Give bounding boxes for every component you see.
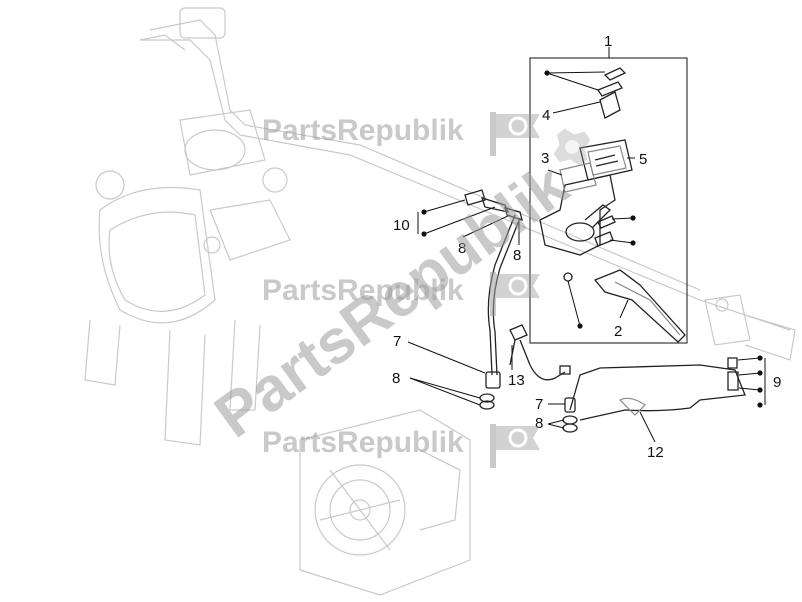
watermark-middle: PartsRepublik [262, 272, 540, 316]
clutch-hose [479, 214, 521, 410]
callout-1: 1 [604, 33, 612, 50]
callout-5: 5 [639, 151, 647, 168]
lower-banjo-7-8 [562, 397, 578, 433]
background-engine-case [299, 409, 471, 596]
leader-lines [407, 70, 766, 443]
callout-8-upper-left: 8 [458, 240, 466, 257]
assembly-frame [529, 57, 688, 344]
watermark-text-bottom: PartsRepublik [262, 426, 464, 459]
callout-7-right: 7 [535, 396, 543, 413]
callout-3: 3 [541, 150, 549, 167]
callout-7-left: 7 [393, 333, 401, 350]
callout-12: 12 [647, 444, 664, 461]
banjo-bolt-group-10 [464, 189, 523, 221]
callout-labels: 1 2 3 4 5 7 7 8 8 8 8 9 10 12 13 [392, 33, 781, 461]
callout-8-upper-right: 8 [513, 247, 521, 264]
clutch-pipe-12 [569, 357, 746, 421]
callout-10: 10 [393, 217, 410, 234]
watermark-text-diagonal: PartsRepublik [203, 150, 581, 451]
clutch-switch-13 [509, 324, 571, 381]
gear-icon [508, 276, 528, 296]
callout-13: 13 [508, 372, 525, 389]
watermark-text-middle: PartsRepublik [262, 274, 464, 307]
callout-8-lower-left: 8 [392, 370, 400, 387]
callout-4: 4 [542, 107, 550, 124]
gear-icon [508, 428, 528, 448]
master-cylinder-assembly [539, 67, 686, 343]
callout-2: 2 [614, 323, 622, 340]
watermark-bottom: PartsRepublik [262, 424, 540, 468]
gear-icon [508, 116, 528, 136]
watermark-group: PartsRepublik PartsRepublik PartsRepubli… [203, 112, 591, 468]
callout-9: 9 [773, 374, 781, 391]
right-grip [704, 294, 796, 361]
callout-8-lower-right: 8 [535, 415, 543, 432]
watermark-top: PartsRepublik [262, 112, 540, 156]
watermark-text-top: PartsRepublik [262, 114, 464, 147]
background-motorcycle-front [84, 7, 791, 446]
